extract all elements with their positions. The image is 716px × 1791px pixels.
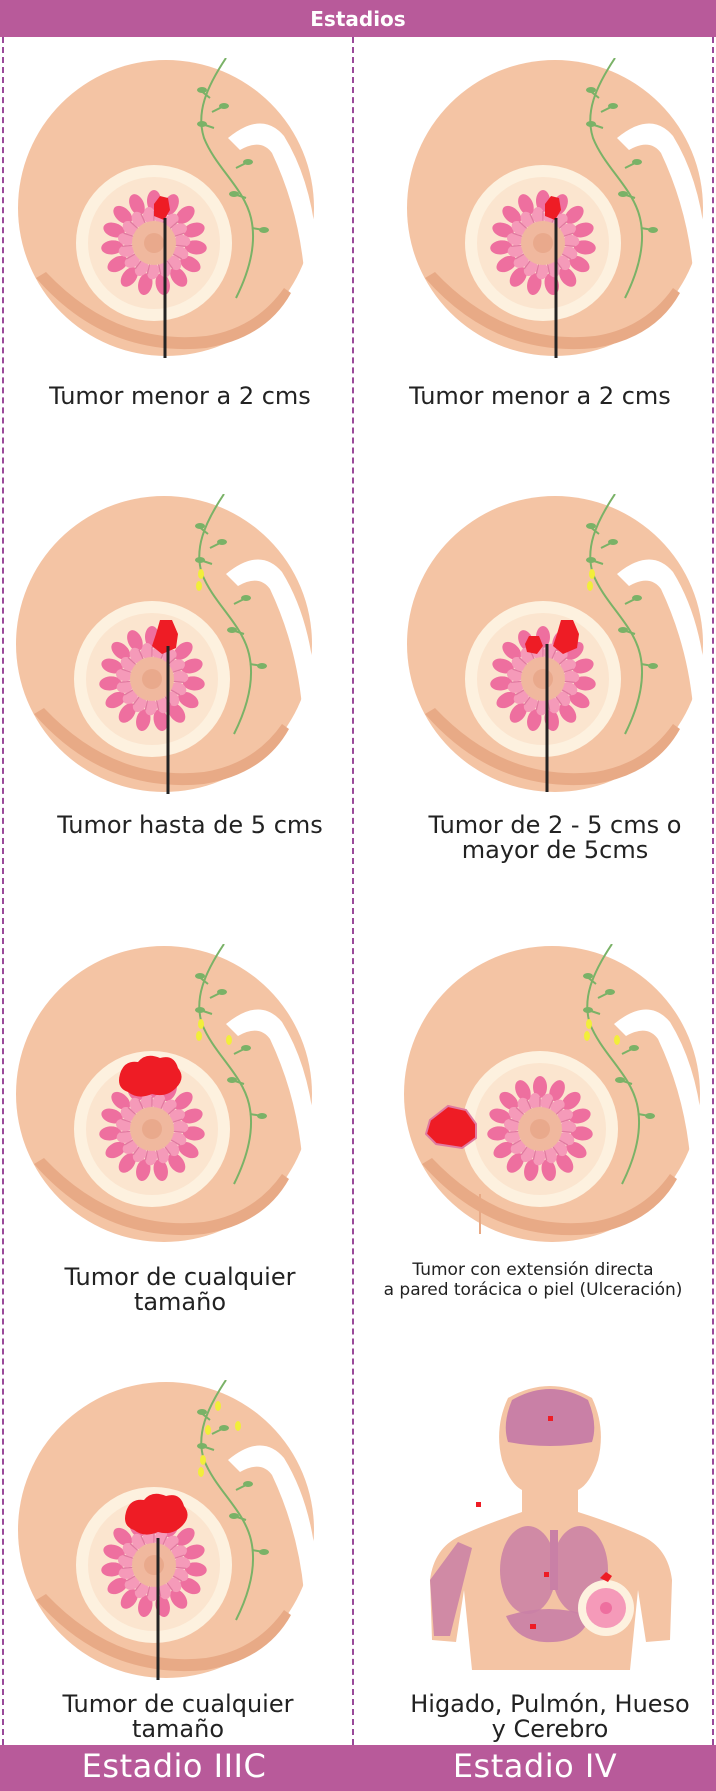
tumor-medium	[553, 620, 579, 654]
panel-left-stage-2	[14, 494, 314, 794]
caption-panel-7: Tumor de cualquier tamaño	[28, 1690, 328, 1744]
caption-line-1: Tumor con extensión directa	[412, 1260, 654, 1280]
lymph-node	[226, 1035, 232, 1045]
caption-panel-5: Tumor de cualquier tamaño	[30, 1263, 330, 1317]
caption-panel-3: Tumor hasta de 5 cms	[57, 811, 323, 839]
caption-panel-8: Higado, Pulmón, Hueso y Cerebro	[400, 1690, 700, 1744]
panel-left-stage-1	[16, 58, 316, 358]
brain-metastasis	[548, 1416, 553, 1421]
lymph-node	[589, 569, 595, 579]
breast-tumor-small	[600, 1572, 612, 1582]
footer-label-right: Estadio IV	[452, 1747, 618, 1785]
body-metastasis-illustration	[430, 1386, 672, 1670]
caption-panel-2: Tumor menor a 2 cms	[409, 382, 671, 410]
header-band: Estadios	[0, 0, 716, 37]
tumor-secondary	[525, 636, 543, 654]
tumor-large	[119, 1055, 182, 1097]
tumor-large	[125, 1493, 188, 1535]
arm-bone	[430, 1542, 472, 1636]
lymph-node	[198, 569, 204, 579]
caption-panel-6: Tumor con extensión directa a pared torá…	[358, 1260, 708, 1301]
breast-illustration	[402, 944, 702, 1244]
lymph-node	[205, 1425, 211, 1435]
tumor-ulceration	[424, 1104, 477, 1150]
lymph-node	[196, 581, 202, 591]
breast-illustration	[405, 494, 705, 794]
caption-panel-1: Tumor menor a 2 cms	[49, 382, 311, 410]
breast-illustration	[14, 494, 314, 794]
lung-metastasis	[544, 1572, 549, 1577]
panel-right-stage-4	[420, 1380, 680, 1670]
caption-line-2: y Cerebro	[491, 1715, 609, 1744]
footer-label-left: Estadio IIIC	[81, 1747, 267, 1785]
tumor-small	[154, 196, 170, 220]
tumor-small	[545, 196, 561, 220]
bone-metastasis	[476, 1502, 481, 1507]
breast-illustration	[14, 944, 314, 1244]
lymph-node	[586, 1019, 592, 1029]
caption-line-1: Tumor de 2 - 5 cms o	[428, 811, 682, 839]
caption-line-2: tamaño	[131, 1715, 225, 1744]
caption-line-1: Tumor de cualquier	[64, 1263, 296, 1291]
lymph-node	[584, 1031, 590, 1041]
footer-band	[0, 1745, 716, 1791]
lymph-node	[235, 1421, 241, 1431]
lymph-node	[215, 1401, 221, 1411]
lymph-node	[198, 1467, 204, 1477]
breast-illustration	[16, 1380, 316, 1680]
panel-left-stage-3a	[14, 944, 314, 1244]
caption-panel-4: Tumor de 2 - 5 cms o mayor de 5cms	[410, 811, 700, 865]
caption-line-1: Tumor de cualquier	[62, 1690, 294, 1718]
panel-right-stage-2	[405, 494, 705, 794]
trachea	[550, 1530, 558, 1590]
left-lung	[500, 1526, 556, 1614]
liver	[506, 1609, 590, 1643]
tumor-medium	[152, 620, 178, 654]
caption-line-2: mayor de 5cms	[461, 836, 649, 865]
breast-illustration	[16, 58, 316, 358]
left-border-dashed	[2, 37, 4, 1745]
lymph-node	[587, 581, 593, 591]
panel-left-stage-3c	[16, 1380, 316, 1680]
liver-metastasis	[530, 1624, 536, 1629]
breast-illustration	[405, 58, 705, 358]
panel-right-stage-3b	[402, 944, 702, 1244]
right-border-dashed	[712, 37, 714, 1745]
caption-line-2: a pared torácica o piel (Ulceración)	[383, 1280, 683, 1301]
breast-nipple-small	[600, 1602, 612, 1614]
lymph-node	[196, 1031, 202, 1041]
header-title: Estadios	[310, 6, 406, 31]
panel-right-stage-1	[405, 58, 705, 358]
lymph-node	[200, 1455, 206, 1465]
caption-line-1: Higado, Pulmón, Hueso	[410, 1690, 690, 1718]
lymph-node	[614, 1035, 620, 1045]
center-divider-dashed	[352, 37, 354, 1745]
caption-line-2: tamaño	[133, 1288, 227, 1317]
lymph-node	[198, 1019, 204, 1029]
